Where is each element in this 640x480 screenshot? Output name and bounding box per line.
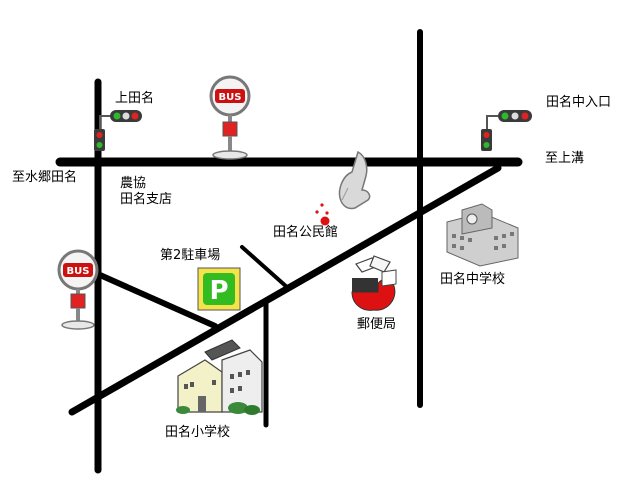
label-elementary: 田名小学校: [165, 425, 231, 440]
label-kamitana: 上田名: [115, 91, 155, 106]
parking-sign-icon: P: [197, 267, 241, 311]
label-nokyo-line2: 田名支店: [120, 192, 173, 207]
post-office-icon: [351, 255, 397, 311]
label-to-mizugo-tana: 至水郷田名: [12, 170, 78, 185]
label-nokyo-branch: 農協 田名支店: [120, 176, 200, 208]
community-hall-marker: [320, 216, 330, 226]
traffic-light-icon: [94, 110, 142, 151]
bus-stop-sign-text: BUS: [219, 92, 242, 103]
pointing-hand-icon: [315, 150, 371, 226]
side-road-hall: [240, 245, 290, 290]
label-junior-high: 田名中学校: [440, 272, 506, 287]
bus-stop-icon: BUS: [209, 75, 251, 160]
school-building-icon: [176, 339, 263, 415]
bus-stop-sign-text: BUS: [67, 266, 90, 277]
label-to-kamimizo: 至上溝: [545, 151, 585, 166]
label-parking2: 第2駐車場: [160, 248, 221, 263]
label-tanaka-iriguchi: 田名中入口: [546, 95, 612, 110]
diagonal-main-road: [68, 164, 502, 416]
traffic-light-icon: [481, 110, 532, 151]
bus-stop-icon: BUS: [57, 249, 99, 330]
side-road-to-parking: [97, 272, 218, 329]
label-post-office: 郵便局: [357, 317, 397, 332]
parking-sign-letter: P: [209, 276, 228, 306]
school-building-icon: [446, 203, 519, 267]
label-community-hall: 田名公民館: [273, 225, 339, 240]
label-nokyo-line1: 農協: [120, 176, 147, 191]
